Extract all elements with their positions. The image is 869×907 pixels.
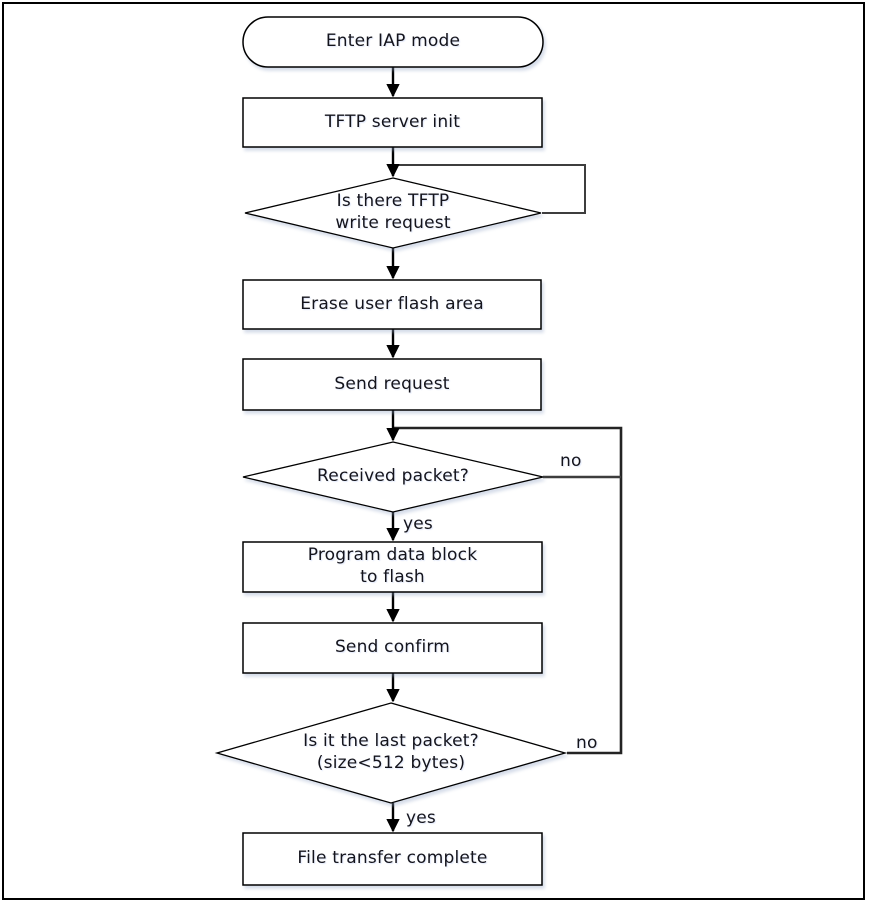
decision-received-packet-shape <box>242 441 544 513</box>
process-tftp-server-init-shape <box>242 97 543 148</box>
process-send-confirm-shape <box>242 622 543 674</box>
decision-write-request-shape <box>244 177 542 249</box>
process-program-flash-shape <box>242 541 543 593</box>
connector-last-packet-no-loop <box>394 426 623 755</box>
process-send-request-shape <box>242 358 542 411</box>
process-erase-flash-shape <box>242 279 542 330</box>
connector-write-request-self-loop <box>394 164 586 214</box>
process-file-complete-shape <box>242 832 543 886</box>
terminator-enter-iap-shape <box>242 16 544 68</box>
decision-last-packet-shape <box>214 702 568 804</box>
